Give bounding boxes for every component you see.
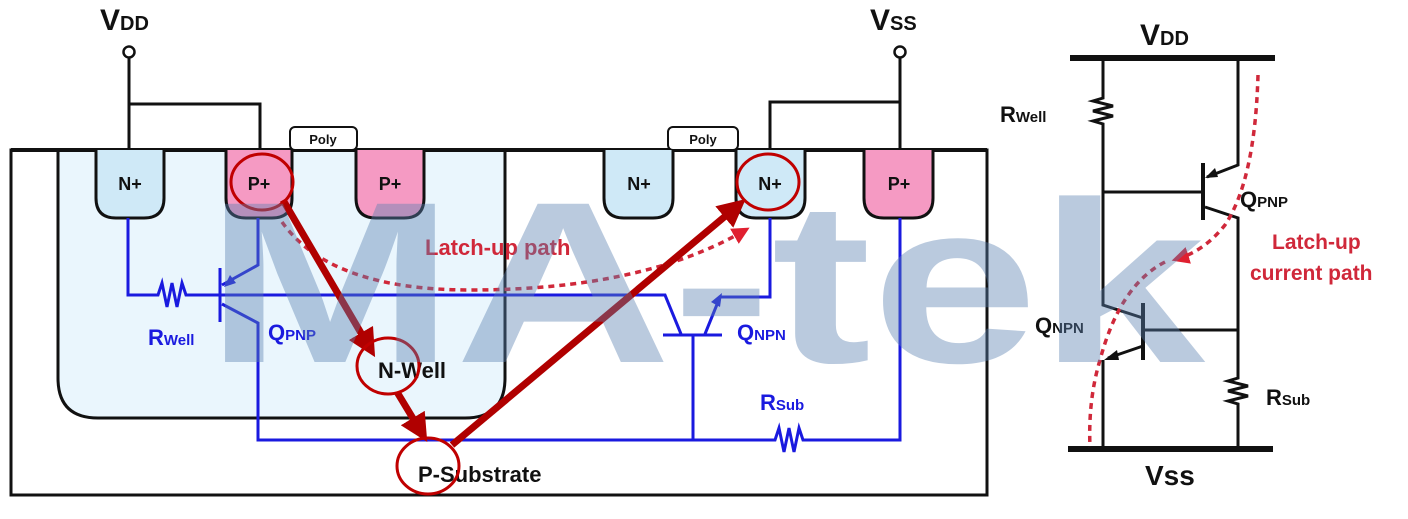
q-pnp-label: QPNP	[268, 320, 316, 345]
pnp-arrow-icon	[1205, 168, 1218, 178]
r-well-resistor	[1087, 58, 1144, 320]
latchup-current-curve	[1171, 74, 1260, 264]
vss-terminal: VSS	[768, 4, 917, 150]
schematic-r-well-label: RWell	[1000, 102, 1046, 127]
vss-label: Vss	[1145, 460, 1195, 491]
latchup-current-curve	[1087, 260, 1166, 448]
poly-gate: Poly	[289, 126, 358, 151]
parasitic-circuit	[126, 218, 902, 453]
npn-arrow-icon	[711, 293, 722, 307]
svg-text:P+: P+	[379, 174, 402, 194]
vdd-terminal: VDD	[100, 4, 262, 150]
watermark-logo: MA-tek	[205, 154, 1206, 411]
svg-text:Poly: Poly	[309, 132, 337, 147]
diffusion-p-plus: P+	[862, 150, 935, 220]
r-sub-resistor	[1204, 205, 1249, 449]
svg-text:P+: P+	[248, 174, 271, 194]
cross-section: Poly Poly N+ P+ P+ N+ N+ P+	[9, 4, 989, 497]
diffusion-p-plus: P+	[354, 150, 426, 220]
svg-text:N+: N+	[627, 174, 651, 194]
r-sub-resistor	[221, 218, 902, 453]
p-substrate-label: P-Substrate	[418, 462, 541, 487]
diffusion-p-plus: P+	[224, 150, 294, 220]
schematic-q-npn-label: QNPN	[1035, 313, 1084, 338]
vdd-label: VDD	[1140, 19, 1189, 52]
latchup-current-label-1: Latch-up	[1272, 231, 1361, 254]
svg-text:P+: P+	[888, 174, 911, 194]
highlight-circle	[395, 436, 461, 496]
npn-emitter	[703, 218, 772, 335]
highlight-circle	[735, 152, 801, 212]
pnp-emitter	[221, 218, 260, 287]
schematic-q-pnp-label: QPNP	[1240, 187, 1288, 212]
pnp-arrow-icon	[224, 275, 236, 287]
equivalent-schematic: VDD Vss RWell QPNP QNPN RSub Latch-up cu…	[1000, 19, 1373, 491]
svg-text:N+: N+	[118, 174, 142, 194]
current-arrow	[394, 390, 428, 442]
highlight-circle	[355, 336, 421, 396]
schematic-r-sub-label: RSub	[1266, 385, 1310, 410]
poly-gate: Poly	[667, 126, 739, 151]
r-sub-label: RSub	[760, 390, 804, 415]
pnp-emitter	[1206, 58, 1240, 179]
latchup-path-label: Latch-up path	[425, 235, 570, 260]
current-arrow	[449, 199, 746, 448]
latchup-path-curve	[280, 220, 750, 292]
svg-text:Poly: Poly	[689, 132, 717, 147]
diffusion-n-plus: N+	[94, 150, 166, 220]
svg-text:VDD: VDD	[100, 4, 149, 37]
diffusion-n-plus: N+	[602, 150, 675, 220]
npn-arrow-icon	[1104, 350, 1119, 360]
latchup-current-label-2: current path	[1250, 262, 1373, 285]
highlight-circle	[229, 152, 295, 212]
r-well-label: RWell	[148, 325, 194, 350]
current-arrow	[279, 198, 376, 358]
svg-text:VSS: VSS	[870, 4, 917, 37]
n-well-label: N-Well	[378, 358, 446, 383]
svg-text:N+: N+	[758, 174, 782, 194]
q-npn-label: QNPN	[737, 320, 786, 345]
r-well-resistor	[126, 218, 683, 335]
